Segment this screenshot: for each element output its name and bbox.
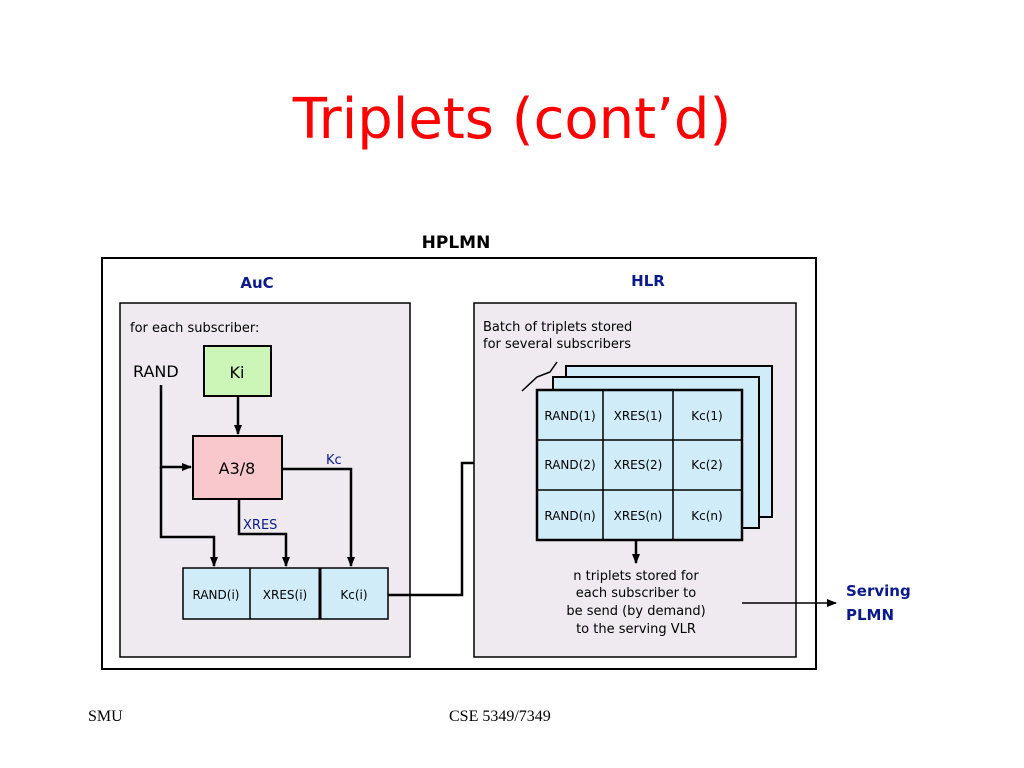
hlr-cell-kc-2: Kc(2) (691, 458, 722, 472)
stack-pointer-line (521, 361, 558, 392)
ki-box (203, 345, 272, 397)
hplmn-label: HPLMN (422, 233, 491, 253)
hlr-note-line2: each subscriber to (576, 586, 696, 601)
footer-left: SMU (88, 708, 123, 725)
arrow-xres-to-output (237, 499, 290, 567)
rand-label: RAND (133, 362, 179, 381)
hlr-note-line4: to the serving VLR (576, 622, 696, 637)
hlr-cell-xres-2: XRES(2) (614, 458, 663, 472)
arrow-kc-to-output (282, 467, 355, 567)
xres-label: XRES (243, 518, 277, 533)
hlr-cell-xres-n: XRES(n) (614, 509, 663, 523)
hlr-cell-xres-1: XRES(1) (614, 409, 663, 423)
hlr-label: HLR (631, 272, 665, 290)
hlr-note-line3: be send (by demand) (566, 604, 705, 619)
hlr-caption-line1: Batch of triplets stored (483, 320, 632, 335)
hlr-note-line1: n triplets stored for (573, 569, 699, 584)
hlr-cell-kc-n: Kc(n) (691, 509, 722, 523)
hlr-caption-line2: for several subscribers (483, 337, 631, 352)
auc-cell-xres: XRES(i) (263, 588, 307, 602)
a38-label: A3/8 (219, 459, 256, 478)
auc-label: AuC (240, 274, 273, 292)
arrow-rand-to-output (159, 467, 218, 567)
ki-label: Ki (230, 363, 245, 382)
hlr-triplet-table (535, 388, 744, 542)
footer-center: CSE 5349/7349 (449, 708, 551, 725)
serving-plmn-line2: PLMN (846, 606, 894, 624)
hlr-cell-rand-2: RAND(2) (544, 458, 595, 472)
hlr-cell-rand-1: RAND(1) (544, 409, 595, 423)
auc-cell-rand: RAND(i) (193, 588, 240, 602)
a38-box (192, 435, 283, 500)
kc-label: Kc (326, 453, 342, 468)
serving-plmn-line1: Serving (846, 582, 911, 600)
hlr-cell-rand-n: RAND(n) (544, 509, 595, 523)
auc-cell-kc: Kc(i) (340, 588, 367, 602)
auc-caption: for each subscriber: (130, 321, 259, 336)
hlr-cell-kc-1: Kc(1) (691, 409, 722, 423)
auc-output-row (182, 567, 389, 620)
slide-title: Triplets (cont’d) (292, 87, 732, 152)
